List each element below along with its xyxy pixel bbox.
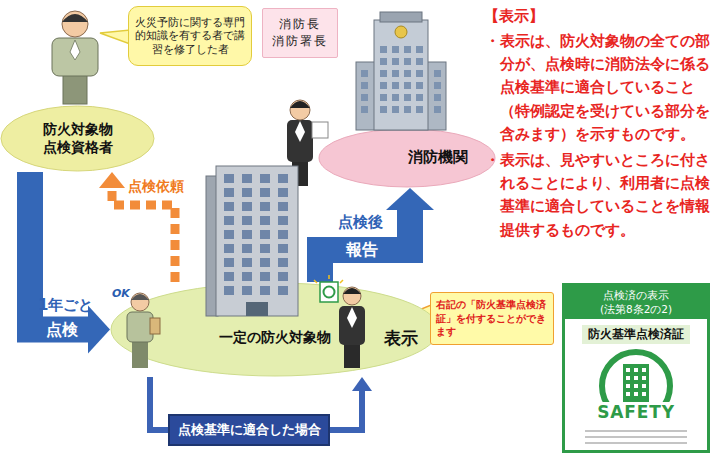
ellipse-fill bbox=[319, 129, 495, 187]
ellipse-fill bbox=[1, 106, 154, 171]
node-text: 点検済の表示 (法第8条2の2) bbox=[565, 286, 707, 319]
label-box: 点検後 bbox=[338, 213, 383, 231]
inspector-ellipse: 防火対象物 点検資格者 bbox=[0, 105, 155, 172]
connector-line bbox=[150, 377, 168, 430]
node-subtext: 防火基準点検済証 bbox=[582, 325, 690, 344]
callout-tail bbox=[100, 30, 130, 44]
label-box: 1年ごと bbox=[38, 296, 93, 314]
certificate-callout: 右記の「防火基準点検済証」を付することができます bbox=[430, 292, 554, 345]
connector-line bbox=[330, 390, 362, 430]
edge-label: 報告 bbox=[343, 240, 381, 259]
label-box: ・表示は、防火対象物の全ての部分が、点検時に消防法令に係る点検基準に適合している… bbox=[485, 30, 715, 146]
display-heading: 【表示】 bbox=[484, 6, 544, 27]
edge-label-box: 点検 bbox=[43, 320, 81, 339]
label-box: ・表示は、見やすいところに付されることにより、利用者に点検基準に適合していること… bbox=[485, 149, 715, 242]
arrowhead bbox=[352, 377, 372, 391]
qualification-callout: 火災予防に関する専門的知識を有する者で講習を修了した者 bbox=[128, 6, 252, 66]
interval-label: 1年ごと bbox=[38, 296, 93, 314]
arrowhead bbox=[386, 188, 434, 210]
arrowhead bbox=[99, 172, 125, 188]
edge-label-box: 点検依頼 bbox=[125, 178, 187, 195]
display-note: ・表示は、防火対象物の全ての部分が、点検時に消防法令に係る点検基準に適合している… bbox=[485, 30, 715, 146]
node-subtext: SAFETY bbox=[594, 402, 678, 422]
label-box: 表示 bbox=[384, 328, 418, 348]
display-note: ・表示は、見やすいところに付されることにより、利用者に点検基準に適合していること… bbox=[485, 149, 715, 242]
certificate-emblem bbox=[585, 352, 687, 443]
node-text: 防火対象物 点検資格者 bbox=[40, 121, 116, 156]
after-inspection-label: 点検後 bbox=[338, 213, 383, 231]
node-graphic bbox=[263, 9, 337, 57]
label-box: OK bbox=[112, 287, 130, 300]
ellipse-outline bbox=[318, 128, 496, 188]
edge-label: 点検 bbox=[43, 320, 81, 339]
fire-chief-box: 消防長 消防署長 bbox=[262, 8, 338, 58]
display-arrow bbox=[330, 377, 372, 430]
fire-department-ellipse: 消防機関 bbox=[318, 128, 496, 188]
inspection-arrow bbox=[30, 172, 110, 354]
label-box: 【表示】 bbox=[484, 6, 544, 27]
compliance-box: 点検基準に適合した場合 bbox=[168, 414, 330, 446]
report-arrow bbox=[320, 188, 434, 282]
connector-line bbox=[320, 209, 410, 282]
node-text: 点検基準に適合した場合 bbox=[178, 422, 321, 439]
connector-line bbox=[112, 187, 175, 282]
node-text: 消防長 消防署長 bbox=[270, 16, 330, 51]
ok-mark: OK bbox=[112, 287, 130, 300]
node-text: 消防機関 bbox=[408, 148, 468, 168]
display-label: 表示 bbox=[384, 328, 418, 348]
node-text: 火災予防に関する専門的知識を有する者で講習を修了した者 bbox=[135, 16, 245, 57]
node-text: 右記の「防火基準点検済証」を付することができます bbox=[436, 298, 548, 339]
compliance-line bbox=[150, 377, 168, 430]
certificate-card: 点検済の表示 (法第8条2の2) 防火基準点検済証 SAFETY bbox=[562, 283, 710, 453]
inspector-figure bbox=[52, 11, 98, 104]
node-text: 一定の防火対象物 bbox=[219, 328, 331, 346]
edge-label: 点検依頼 bbox=[125, 178, 187, 195]
edge-label-box: 報告 bbox=[343, 240, 381, 259]
building-illustration bbox=[127, 166, 365, 368]
